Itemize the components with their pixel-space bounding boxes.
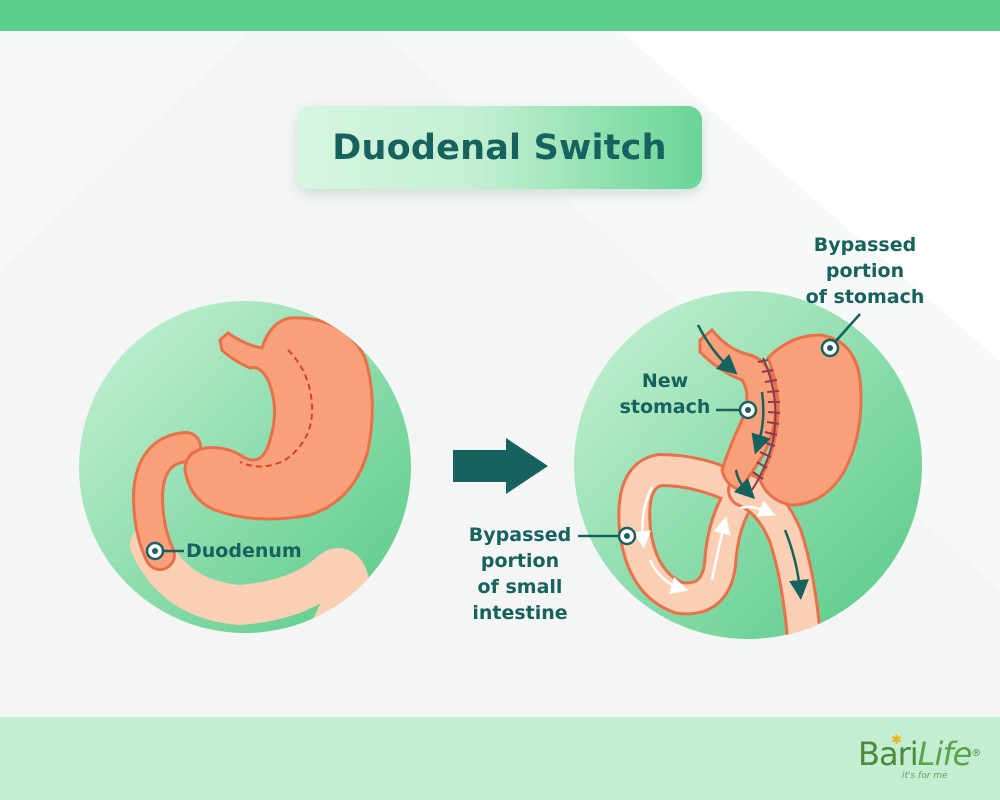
top-bar (0, 0, 1000, 31)
new-stomach-line2: stomach (619, 396, 711, 418)
normal-stomach-illustration (130, 316, 374, 633)
logo-wordmark: BariLife® (858, 735, 981, 773)
bypassed-intestine-line3: of small (477, 576, 563, 598)
bypassed-stomach-pointer (820, 313, 861, 358)
duodenum-pointer (145, 541, 184, 561)
logo-brand-part1: Bari (858, 735, 919, 773)
title-banner: Duodenal Switch (297, 106, 702, 189)
footer-band (0, 717, 1000, 800)
new-stomach-line1: New (641, 370, 689, 392)
bypassed-intestine-line4: intestine (472, 602, 568, 624)
bypassed-intestine-line2: portion (480, 550, 560, 572)
bypassed-stomach-line1: Bypassed (813, 234, 917, 256)
bypassed-stomach-line2: portion (825, 260, 905, 282)
new-stomach-label: New stomach (605, 368, 725, 420)
duodenum-label-text: Duodenum (186, 540, 302, 562)
logo-trademark: ® (971, 748, 981, 759)
bypassed-intestine-pointer (578, 526, 637, 546)
bypassed-stomach-line3: of stomach (805, 286, 925, 308)
logo-tagline: it's for me (902, 771, 948, 781)
duodenum-label: Duodenum (186, 538, 302, 564)
switched-stomach-illustration (617, 324, 863, 639)
diagram-title: Duodenal Switch (332, 127, 667, 168)
bypassed-intestine-label: Bypassed portion of small intestine (455, 522, 585, 626)
right-arrow-icon (453, 438, 548, 494)
bypassed-stomach-label: Bypassed portion of stomach (795, 232, 935, 310)
star-icon: ✱ (891, 733, 902, 748)
barilife-logo: ✱ BariLife® it's for me (858, 733, 981, 787)
new-stomach-pointer (716, 400, 758, 420)
bypassed-intestine-line1: Bypassed (468, 524, 572, 546)
logo-brand-part2: Life (917, 735, 973, 773)
